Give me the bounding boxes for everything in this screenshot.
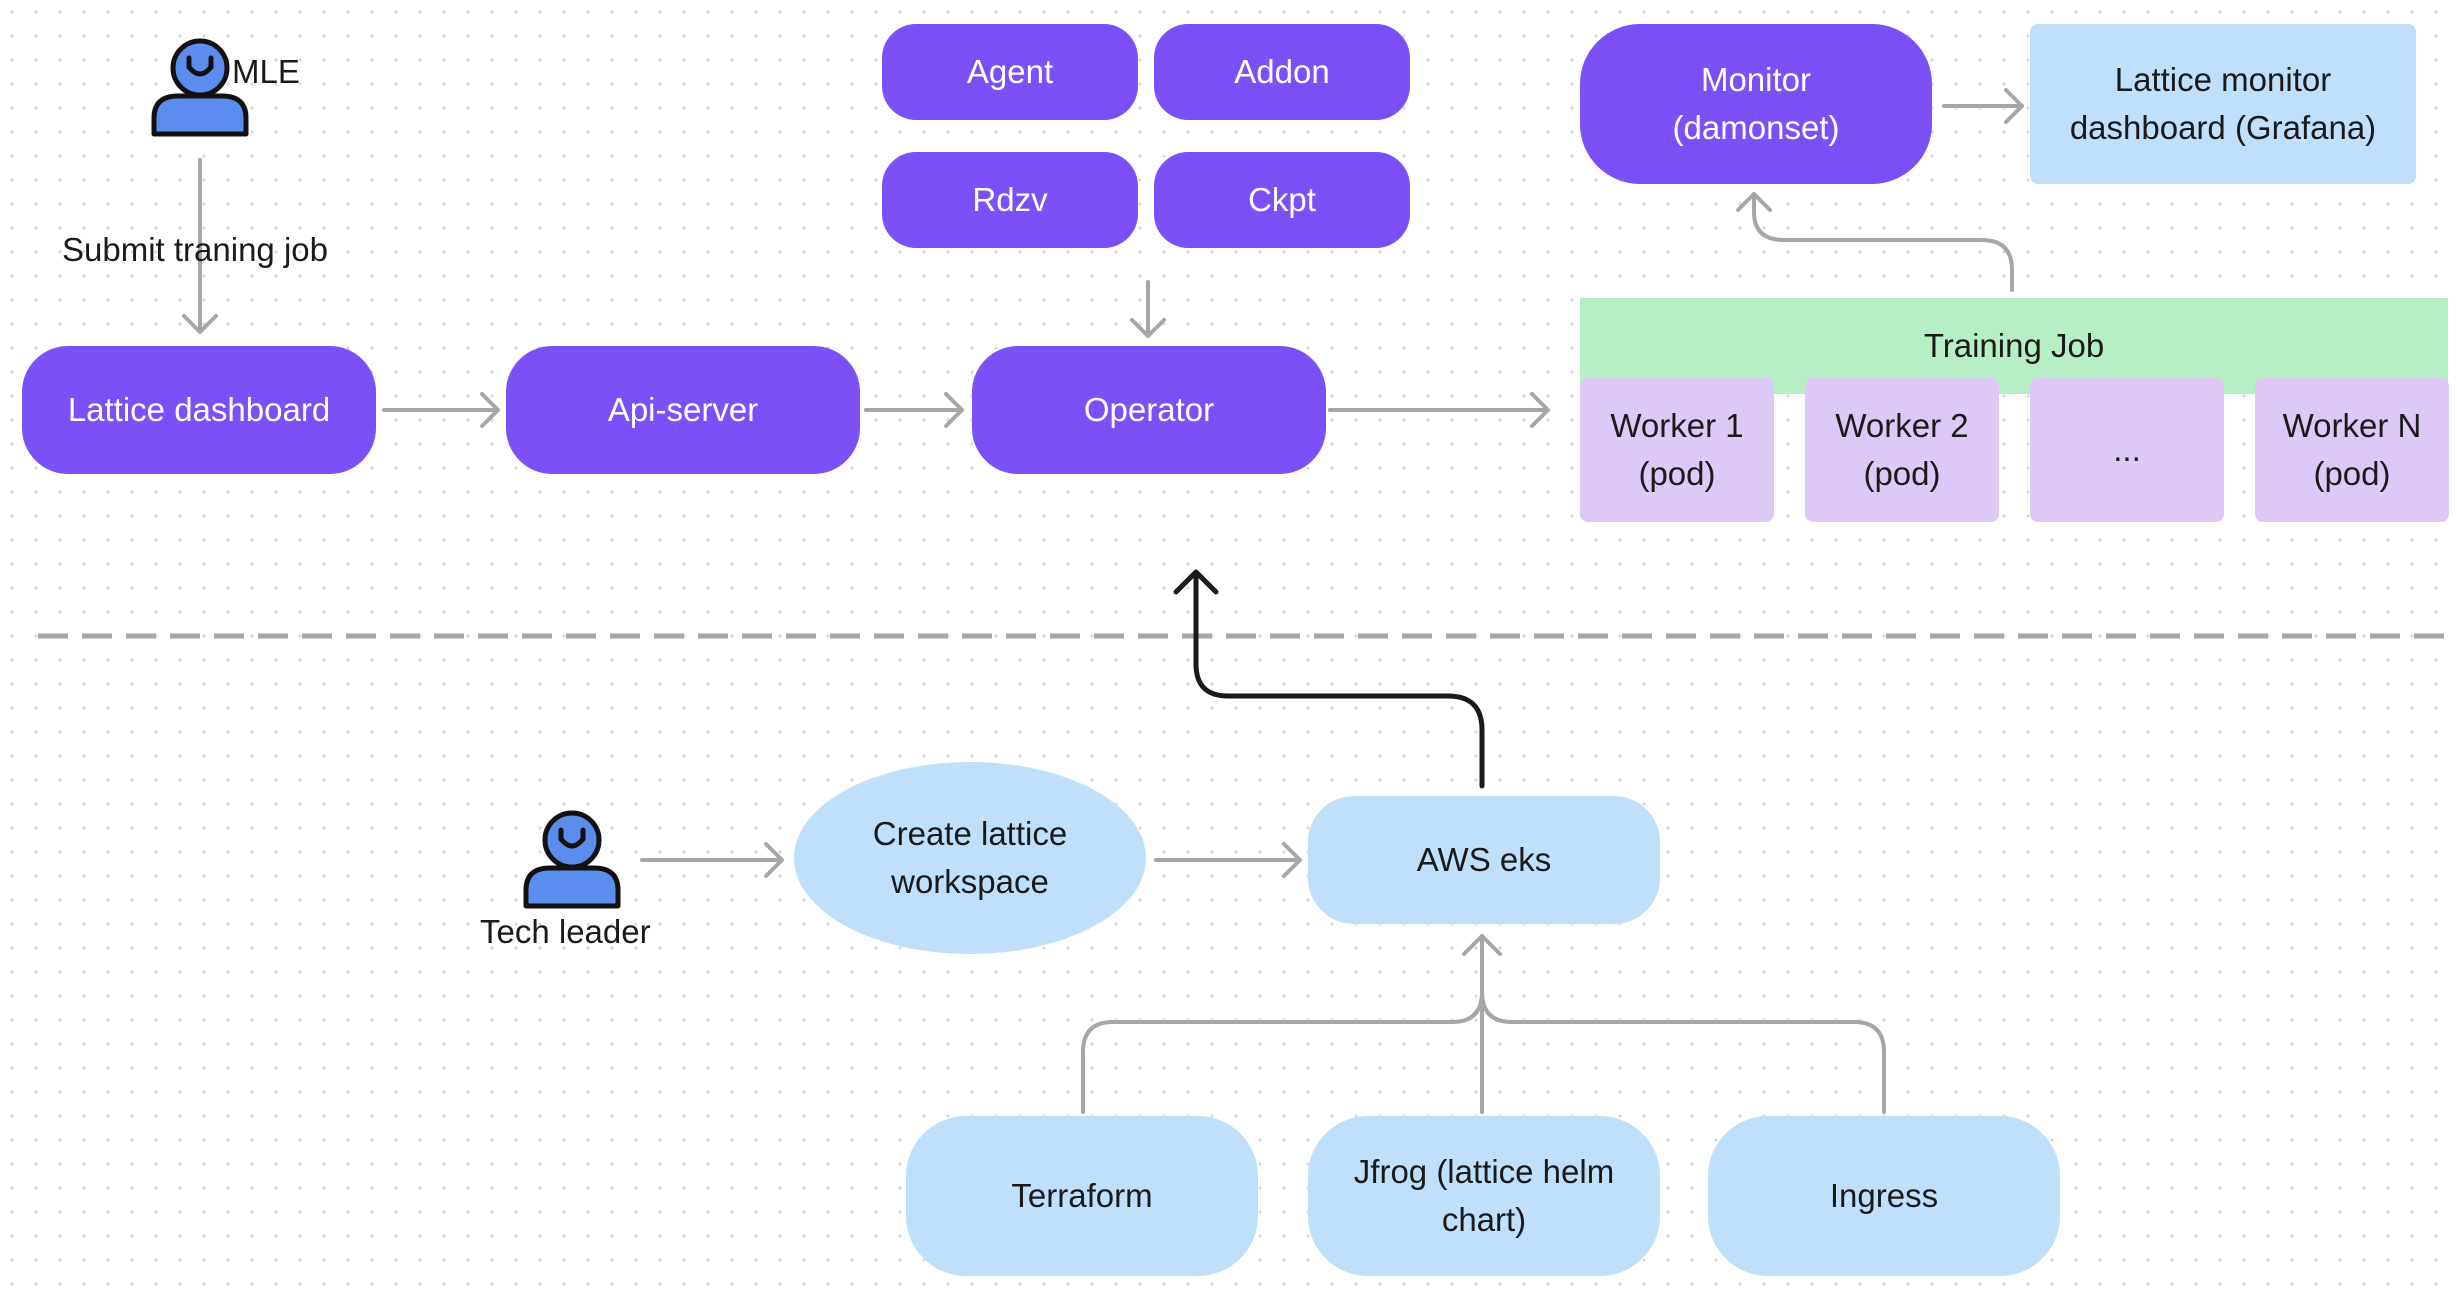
arrow-workspace-to-eks (1154, 842, 1302, 878)
arrow-components-to-operator (1130, 280, 1166, 338)
arrow-dashboard-to-api (382, 392, 500, 428)
rdzv-node[interactable]: Rdzv (882, 152, 1138, 248)
arrow-api-to-operator (864, 392, 964, 428)
worker-n-node[interactable]: Worker N (pod) (2255, 378, 2449, 522)
lattice-dashboard-node[interactable]: Lattice dashboard (22, 346, 376, 474)
addon-node[interactable]: Addon (1154, 24, 1410, 120)
arrow-ingress-to-eks (1480, 990, 1886, 1114)
person-icon (523, 810, 621, 909)
arrow-mle-to-dashboard (182, 158, 218, 334)
arrow-techleader-to-workspace (640, 842, 784, 878)
worker-2-node[interactable]: Worker 2 (pod) (1805, 378, 1999, 522)
arrow-monitor-to-grafana (1942, 88, 2024, 124)
arrow-eks-to-operator (1173, 569, 1485, 789)
worker-1-node[interactable]: Worker 1 (pod) (1580, 378, 1774, 522)
api-server-node[interactable]: Api-server (506, 346, 860, 474)
monitor-node[interactable]: Monitor (damonset) (1580, 24, 1932, 184)
operator-node[interactable]: Operator (972, 346, 1326, 474)
create-workspace-node[interactable]: Create lattice workspace (794, 762, 1146, 954)
worker-ellipsis-node: ... (2030, 378, 2224, 522)
arrow-jfrog-to-eks (1462, 934, 1502, 1114)
ckpt-node[interactable]: Ckpt (1154, 152, 1410, 248)
ingress-node[interactable]: Ingress (1708, 1116, 2060, 1276)
jfrog-node[interactable]: Jfrog (lattice helm chart) (1308, 1116, 1660, 1276)
arrow-training-job-to-monitor (1736, 192, 2014, 292)
arrow-operator-to-training-job (1328, 392, 1550, 428)
actor-tech-leader-label: Tech leader (480, 913, 651, 950)
agent-node[interactable]: Agent (882, 24, 1138, 120)
arrow-terraform-to-eks (1081, 934, 1484, 1114)
edge-label-submit: Submit traning job (62, 231, 328, 268)
actor-mle-label: MLE (232, 53, 300, 90)
terraform-node[interactable]: Terraform (906, 1116, 1258, 1276)
person-icon (151, 38, 249, 137)
grafana-dashboard-node[interactable]: Lattice monitor dashboard (Grafana) (2030, 24, 2416, 184)
aws-eks-node[interactable]: AWS eks (1308, 796, 1660, 924)
